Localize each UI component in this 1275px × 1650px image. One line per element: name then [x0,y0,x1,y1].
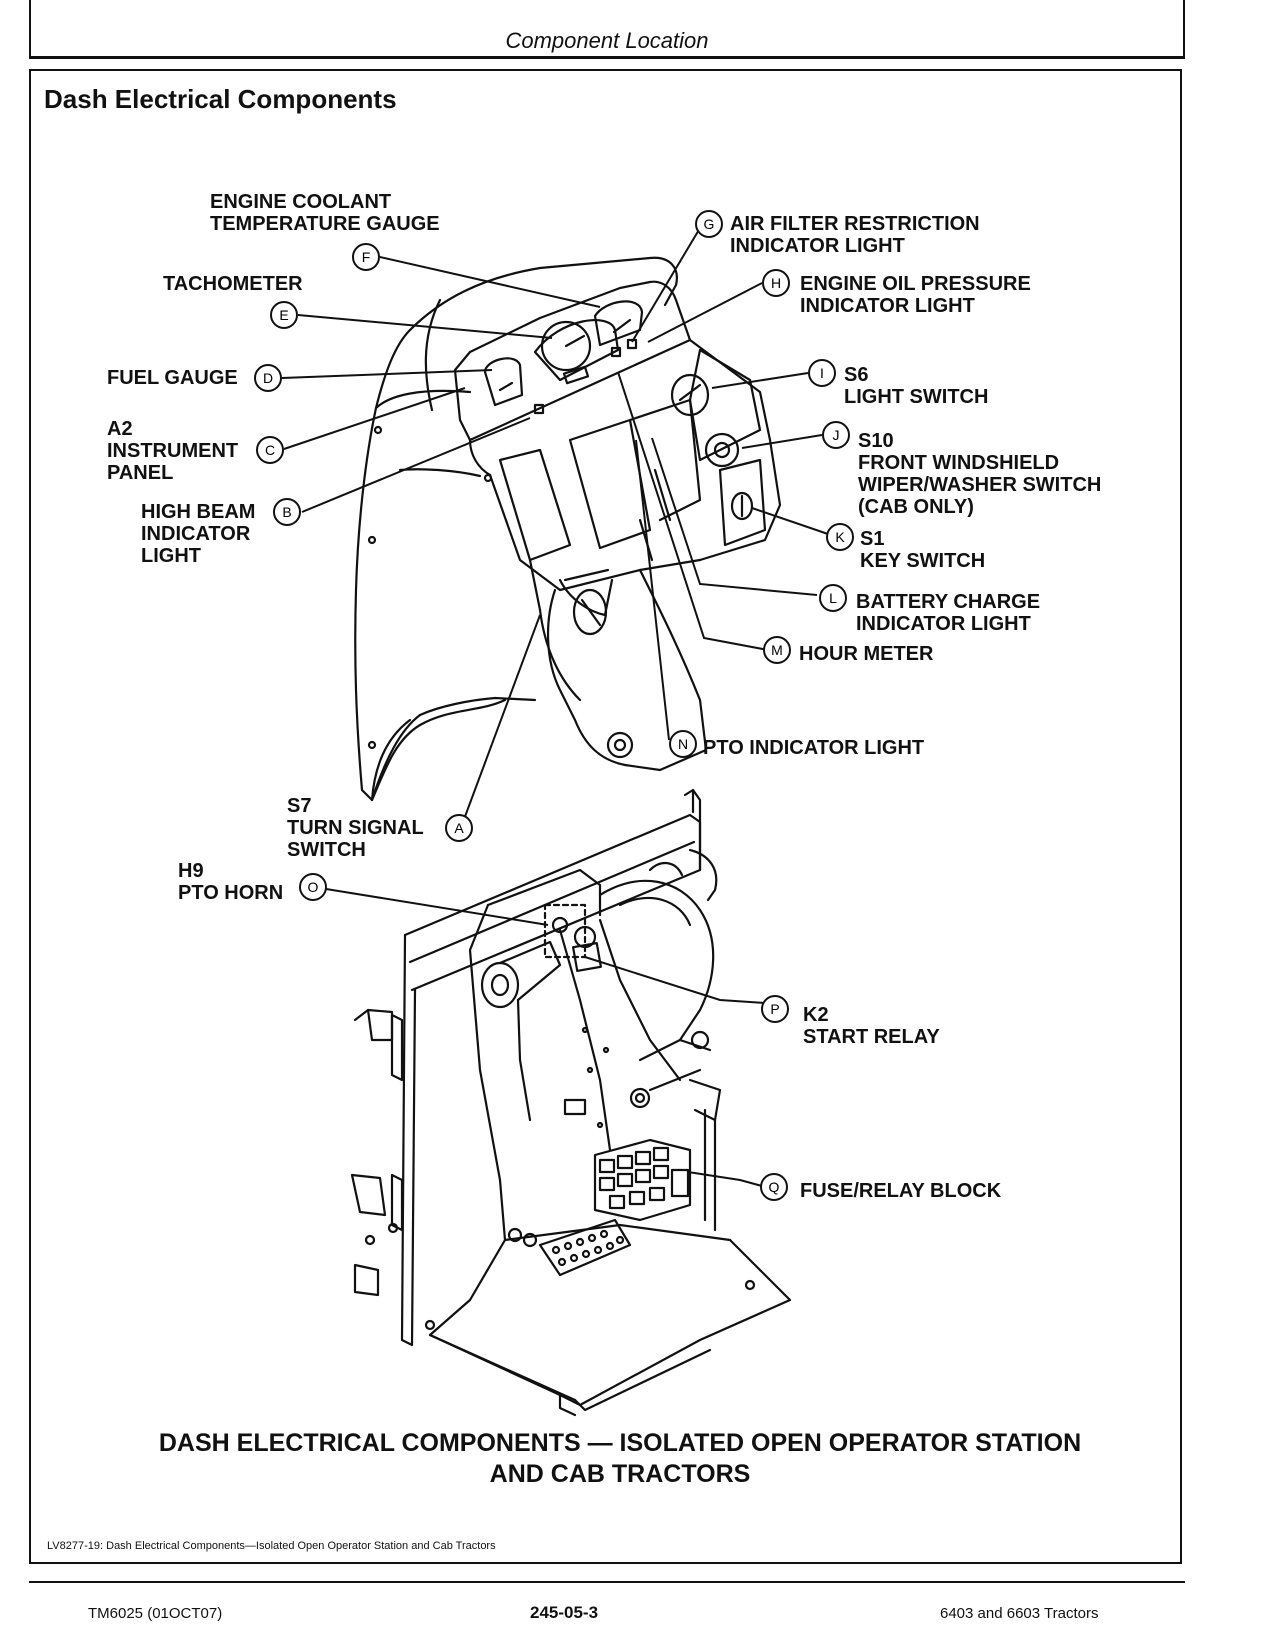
footer-page-number: 245-05-3 [530,1603,599,1622]
figure-frame [29,69,1182,1564]
dash-housing [354,256,782,802]
callout-marker-j: J [822,421,850,449]
svg-text:B: B [282,504,291,520]
label-light-switch: S6 LIGHT SWITCH [844,364,989,408]
svg-text:I: I [820,365,824,381]
footer-rule [29,1581,1185,1583]
callout-marker-q: Q [760,1173,788,1201]
footer-model: 6403 and 6603 Tractors [940,1605,1099,1622]
svg-text:F: F [362,249,371,265]
svg-text:O: O [308,879,319,895]
callout-marker-n: N [669,730,697,758]
callout-marker-l: L [819,584,847,612]
label-engine-oil-pressure: ENGINE OIL PRESSURE INDICATOR LIGHT [800,273,1031,317]
pedestal-frame [350,788,792,1417]
callout-marker-a: A [445,814,473,842]
callout-markers: A B C D E F G H I J K L M N O P Q [254,210,854,1201]
header-rule-bottom [29,56,1185,59]
callout-marker-b: B [273,498,301,526]
label-pto-indicator-light: PTO INDICATOR LIGHT [703,737,925,759]
svg-text:D: D [263,370,273,386]
callout-marker-p: P [761,995,789,1023]
label-air-filter-restriction: AIR FILTER RESTRICTION INDICATOR LIGHT [730,213,980,257]
svg-text:K: K [835,529,845,545]
figure-caption-line1: DASH ELECTRICAL COMPONENTS — ISOLATED OP… [158,1429,1082,1457]
callout-marker-k: K [826,523,854,551]
figure-caption-line2: AND CAB TRACTORS [489,1460,751,1488]
callout-marker-e: E [270,301,298,329]
svg-text:M: M [771,642,783,658]
callout-marker-h: H [762,269,790,297]
callout-marker-m: M [763,636,791,664]
section-title: Component Location [505,28,709,53]
svg-text:E: E [279,307,288,323]
label-start-relay: K2 START RELAY [803,1004,940,1048]
label-tachometer: TACHOMETER [163,273,303,295]
label-engine-coolant-temp-gauge: ENGINE COOLANT TEMPERATURE GAUGE [210,191,440,235]
callout-marker-f: F [352,243,380,271]
svg-text:P: P [770,1001,779,1017]
label-high-beam-indicator: HIGH BEAM INDICATOR LIGHT [141,501,256,567]
footer-manual-id: TM6025 (01OCT07) [88,1605,223,1622]
svg-text:A: A [454,820,464,836]
callout-marker-g: G [695,210,723,238]
label-fuel-gauge: FUEL GAUGE [107,367,238,389]
label-hour-meter: HOUR METER [799,643,934,665]
svg-text:C: C [265,442,275,458]
figure-caption: DASH ELECTRICAL COMPONENTS — ISOLATED OP… [60,1428,1180,1490]
callout-marker-i: I [808,359,836,387]
svg-text:G: G [704,216,715,232]
callout-marker-o: O [299,873,327,901]
label-pto-horn: H9 PTO HORN [178,860,284,904]
svg-text:J: J [833,427,840,443]
label-key-switch: S1 KEY SWITCH [860,528,986,572]
callout-marker-d: D [254,364,282,392]
figure-reference: LV8277-19: Dash Electrical Components—Is… [47,1540,496,1552]
label-wiper-washer-switch: S10 FRONT WINDSHIELD WIPER/WASHER SWITCH… [858,430,1102,518]
svg-text:N: N [678,736,688,752]
callout-marker-c: C [256,436,284,464]
figure-title: Dash Electrical Components [44,84,397,114]
label-battery-charge-indicator: BATTERY CHARGE INDICATOR LIGHT [856,591,1041,635]
leader-lines [281,222,829,1187]
svg-text:L: L [829,590,837,606]
header-rule-right [1183,0,1185,57]
header-rule-left [29,0,31,57]
label-turn-signal-switch: S7 TURN SIGNAL SWITCH [287,795,424,861]
svg-text:Q: Q [769,1179,780,1195]
svg-text:H: H [771,275,781,291]
label-instrument-panel: A2 INSTRUMENT PANEL [107,418,239,484]
label-fuse-relay-block: FUSE/RELAY BLOCK [800,1180,1002,1202]
